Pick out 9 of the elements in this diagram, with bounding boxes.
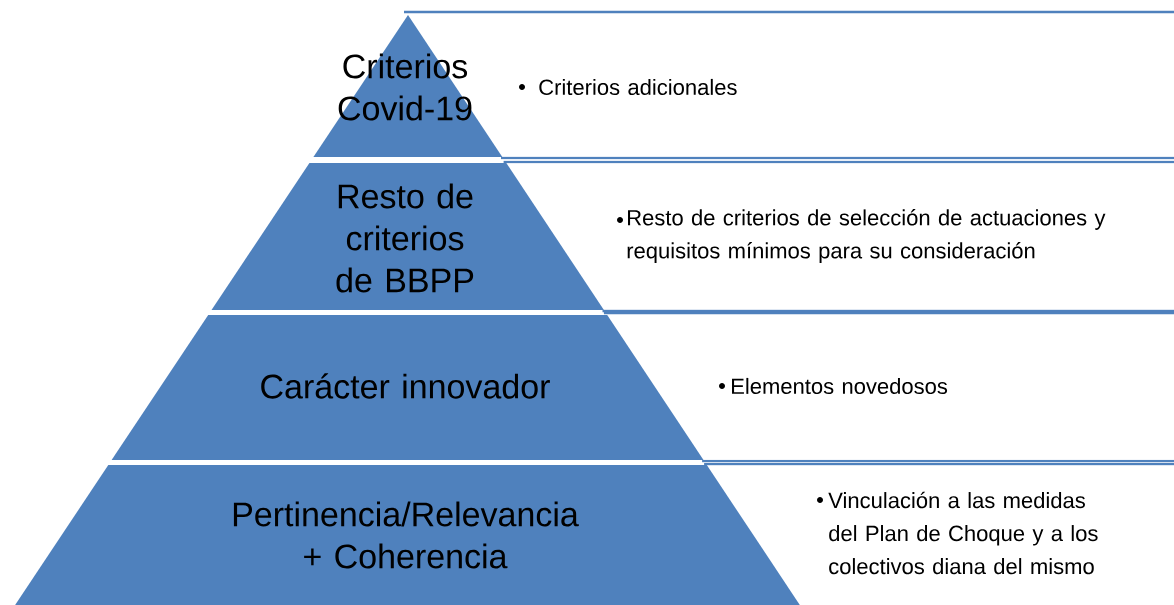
node-label: Elementos novedosos (732, 377, 948, 395)
bullet-text-box: Resto de criterios de selección de actuaciones y requisitos mínimos para su consideración (503, 160, 1174, 313)
node-label: Vinculación a las medidas del Plan de Choque y a los colectivos diana del mismo (828, 491, 1098, 575)
node-label: Criterios adicionales (539, 78, 737, 96)
bullet-text-box: Elementos novedosos (603, 311, 1174, 463)
node-label: Resto de criterios de selección de actuaciones y requisitos mínimos para su consideración (627, 209, 1106, 263)
pyramid-tier: Pertinencia/Relevancia + Coherencia (15, 465, 800, 605)
pyramid-tier: Resto de criterios de BBPP (211, 163, 604, 310)
pyramid-tier: Carácter innovador (111, 315, 704, 460)
